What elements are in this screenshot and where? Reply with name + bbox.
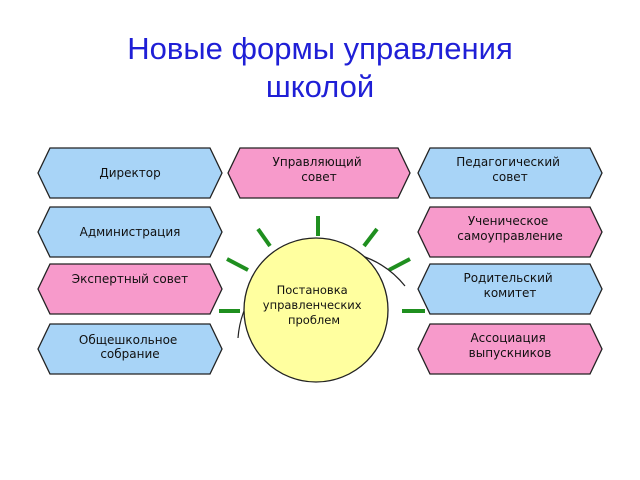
box-parent-committee-line-2: комитет [484,286,537,300]
spoke-5 [388,257,411,272]
center-line-2: управленческих [263,298,362,312]
box-governing-council-shape [227,147,411,199]
spoke-3 [362,227,379,248]
box-alumni-association-line-1: Ассоциация [470,331,545,345]
box-student-government-shape [417,206,603,258]
center-circle [243,237,389,383]
box-director-label: Директор [99,166,160,180]
box-school-assembly-line-1: Общешкольное [79,333,177,347]
title-line-2: школой [265,69,375,104]
box-school-assembly: Общешкольное собрание [37,323,223,375]
box-student-government-line-2: самоуправление [457,229,562,243]
box-student-government-line-1: Ученическое [468,214,548,228]
box-student-government-label: Ученическое самоуправление [457,214,562,243]
spoke-2 [256,227,272,248]
center-line-3: проблем [288,313,340,327]
box-school-assembly-label: Общешкольное собрание [79,333,181,361]
box-expert-council-shape [37,263,223,315]
box-alumni-association-label: Ассоциация выпускников [469,331,552,360]
box-director: Директор [37,147,223,199]
box-governing-council-line-1: Управляющий [273,155,362,169]
box-alumni-association-line-2: выпускников [469,346,552,360]
box-administration: Администрация [37,206,223,258]
box-governing-council: Управляющий совет [227,147,411,199]
box-school-assembly-shape [37,323,223,375]
box-pedagogical-council-label: Педагогический совет [456,155,564,184]
box-parent-committee-label: Родительский комитет [463,271,556,300]
spoke-4 [226,257,249,272]
box-parent-committee: Родительский комитет [417,263,603,315]
box-school-assembly-line-2: собрание [100,347,159,361]
box-expert-council-label: Экспертный совет [72,272,188,286]
box-director-shape [37,147,223,199]
center-label: Постановка управленческих проблем [263,283,365,327]
box-administration-label: Администрация [80,225,181,239]
box-pedagogical-council: Педагогический совет [417,147,603,199]
box-parent-committee-line-1: Родительский [463,271,552,285]
box-alumni-association: Ассоциация выпускников [417,323,603,375]
box-governing-council-line-2: совет [301,170,336,184]
center-node: Постановка управленческих проблем [243,237,389,383]
box-pedagogical-council-shape [417,147,603,199]
box-student-government: Ученическое самоуправление [417,206,603,258]
box-governing-council-label: Управляющий совет [273,155,366,184]
box-pedagogical-council-line-1: Педагогический [456,155,560,169]
spokes [219,216,425,313]
center-line-1: Постановка [277,283,348,297]
box-parent-committee-shape [417,263,603,315]
box-director-line-1: Директор [99,166,160,180]
title-line-1: Новые формы управления [127,31,513,66]
box-expert-council-line-1: Экспертный совет [72,272,188,286]
box-expert-council: Экспертный совет [37,263,223,315]
page-title: Новые формы управления школой [0,30,640,106]
box-pedagogical-council-line-2: совет [492,170,527,184]
box-alumni-association-shape [417,323,603,375]
box-administration-shape [37,206,223,258]
box-administration-line-1: Администрация [80,225,181,239]
